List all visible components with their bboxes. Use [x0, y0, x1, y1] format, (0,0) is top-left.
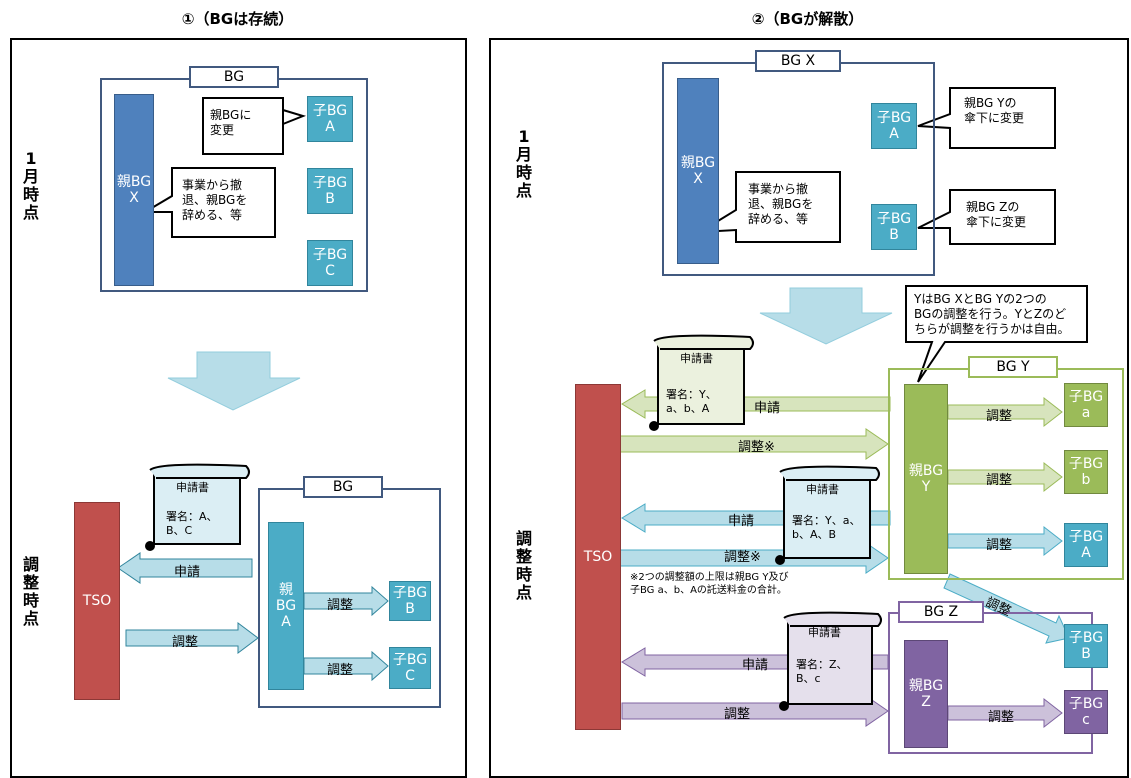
arrow-z-c — [947, 697, 1063, 729]
callout-y-shape — [917, 87, 1056, 149]
label-y-adjust-a: 調整 — [986, 409, 1013, 424]
parent-bg-y: 親BG Y — [904, 384, 948, 574]
callout-z: 親BG Zの 傘下に変更 — [966, 200, 1027, 229]
callout-withdraw-left-shape — [141, 167, 276, 238]
doc-3-title: 申請書 — [808, 626, 841, 639]
label-adjust-2: 調整※ — [724, 550, 761, 565]
label-child-adjust-left-2: 調整 — [327, 663, 354, 678]
doc-2-sign: 署名：Y、a、 b、A、B — [792, 514, 861, 541]
child-bg-a-lower: 子BG a — [1064, 383, 1108, 427]
doc-left-sign: 署名：A、 B、C — [166, 510, 218, 537]
right-child-bg-a: 子BG A — [871, 103, 917, 149]
bg-z-title: BG Z — [898, 601, 984, 623]
arrow-y-b — [947, 461, 1063, 493]
arrow-y-A — [947, 525, 1063, 557]
right-parent-bg-x: 親BG X — [677, 78, 719, 264]
right-side-label-jan: 1月時点 — [515, 127, 532, 200]
right-bg-x-title: BG X — [755, 50, 841, 72]
arrow-child-adjust-left-2 — [303, 650, 389, 682]
arrow-apply-left — [117, 552, 253, 584]
callout-z-shape — [917, 189, 1056, 245]
left-panel-title: ①（BGは存続） — [181, 10, 294, 28]
label-y-adjust-A: 調整 — [986, 538, 1013, 553]
left-bg-title-top: BG — [189, 66, 279, 88]
callout-withdraw-left: 事業から撤 退、親BGを 辞める、等 — [182, 178, 248, 222]
callout-note-shape — [905, 285, 1088, 383]
label-adjust-left: 調整 — [172, 635, 199, 650]
arrow-child-adjust-left-1 — [303, 585, 389, 617]
child-bg-B-upper: 子BG B — [1064, 624, 1108, 668]
arrow-y-a — [947, 396, 1063, 428]
child-bg-c-lower: 子BG c — [1064, 690, 1108, 734]
arrow-y-B — [943, 573, 1070, 644]
left-child-bg-a: 子BG A — [307, 96, 353, 142]
bg-y-title: BG Y — [968, 356, 1058, 378]
child-bg-A-upper: 子BG A — [1064, 523, 1108, 567]
arrow-adjust-1 — [619, 428, 889, 460]
label-apply-3: 申請 — [742, 658, 769, 673]
label-adjust-1: 調整※ — [738, 440, 775, 455]
doc-2-title: 申請書 — [806, 483, 839, 496]
child-bg-b-lower: 子BG b — [1064, 450, 1108, 494]
diagram-graphics — [117, 87, 1088, 729]
left-side-label-adjust: 調整時点 — [22, 555, 39, 628]
right-tso: TSO — [575, 384, 621, 730]
bg-z-frame — [888, 612, 1093, 754]
doc-3-shape — [779, 611, 882, 711]
doc-left-title: 申請書 — [176, 481, 209, 494]
doc-3-sign: 署名：Z、 B、c — [796, 658, 848, 685]
label-child-adjust-left-1: 調整 — [327, 598, 354, 613]
label-apply-1: 申請 — [754, 401, 781, 416]
footnote: ※2つの調整額の上限は親BG Y及び 子BG a、b、Aの託送料金の合計。 — [630, 572, 789, 596]
label-apply-left: 申請 — [174, 565, 201, 580]
callout-change-left: 親BGに 変更 — [210, 108, 252, 137]
parent-bg-z: 親BG Z — [904, 640, 948, 748]
label-apply-2: 申請 — [728, 514, 755, 529]
right-panel-title: ②（BGが解散） — [751, 10, 864, 28]
label-z-adjust-c: 調整 — [988, 710, 1015, 725]
callout-withdraw-right-shape — [699, 171, 841, 243]
right-child-bg-b: 子BG B — [871, 204, 917, 250]
doc-1-sign: 署名：Y、 a、b、A — [666, 388, 717, 415]
callout-y: 親BG Yの 傘下に変更 — [964, 96, 1025, 125]
note-callout: YはBG XとBG Yの2つの BGの調整を行う。YとZのど ちらが調整を行うか… — [914, 292, 1070, 336]
label-y-adjust-b: 調整 — [986, 473, 1013, 488]
left-bg-title-bottom: BG — [303, 476, 383, 498]
down-arrow-right — [759, 287, 893, 345]
down-arrow-left — [167, 351, 301, 411]
left-side-label-jan: 1月時点 — [22, 149, 39, 222]
left-child-bg-c: 子BG C — [307, 240, 353, 286]
right-side-label-adjust: 調整時点 — [515, 529, 532, 602]
doc-1-title: 申請書 — [680, 352, 713, 365]
doc-1-shape — [649, 334, 754, 431]
arrow-adjust-left — [125, 622, 259, 654]
left-bottom-child-bg-c: 子BG C — [389, 647, 431, 689]
callout-change-left-shape — [202, 97, 307, 155]
left-parent-bg-a: 親BG A — [268, 522, 304, 690]
left-parent-bg-x: 親BG X — [114, 94, 154, 286]
callout-withdraw-right: 事業から撤 退、親BGを 辞める、等 — [748, 182, 814, 226]
doc-left-shape — [145, 463, 250, 551]
doc-2-shape — [775, 465, 880, 565]
left-tso: TSO — [74, 502, 120, 700]
left-bottom-child-bg-b: 子BG B — [389, 581, 431, 621]
left-child-bg-b: 子BG B — [307, 168, 353, 214]
label-adjust-3: 調整 — [724, 707, 751, 722]
